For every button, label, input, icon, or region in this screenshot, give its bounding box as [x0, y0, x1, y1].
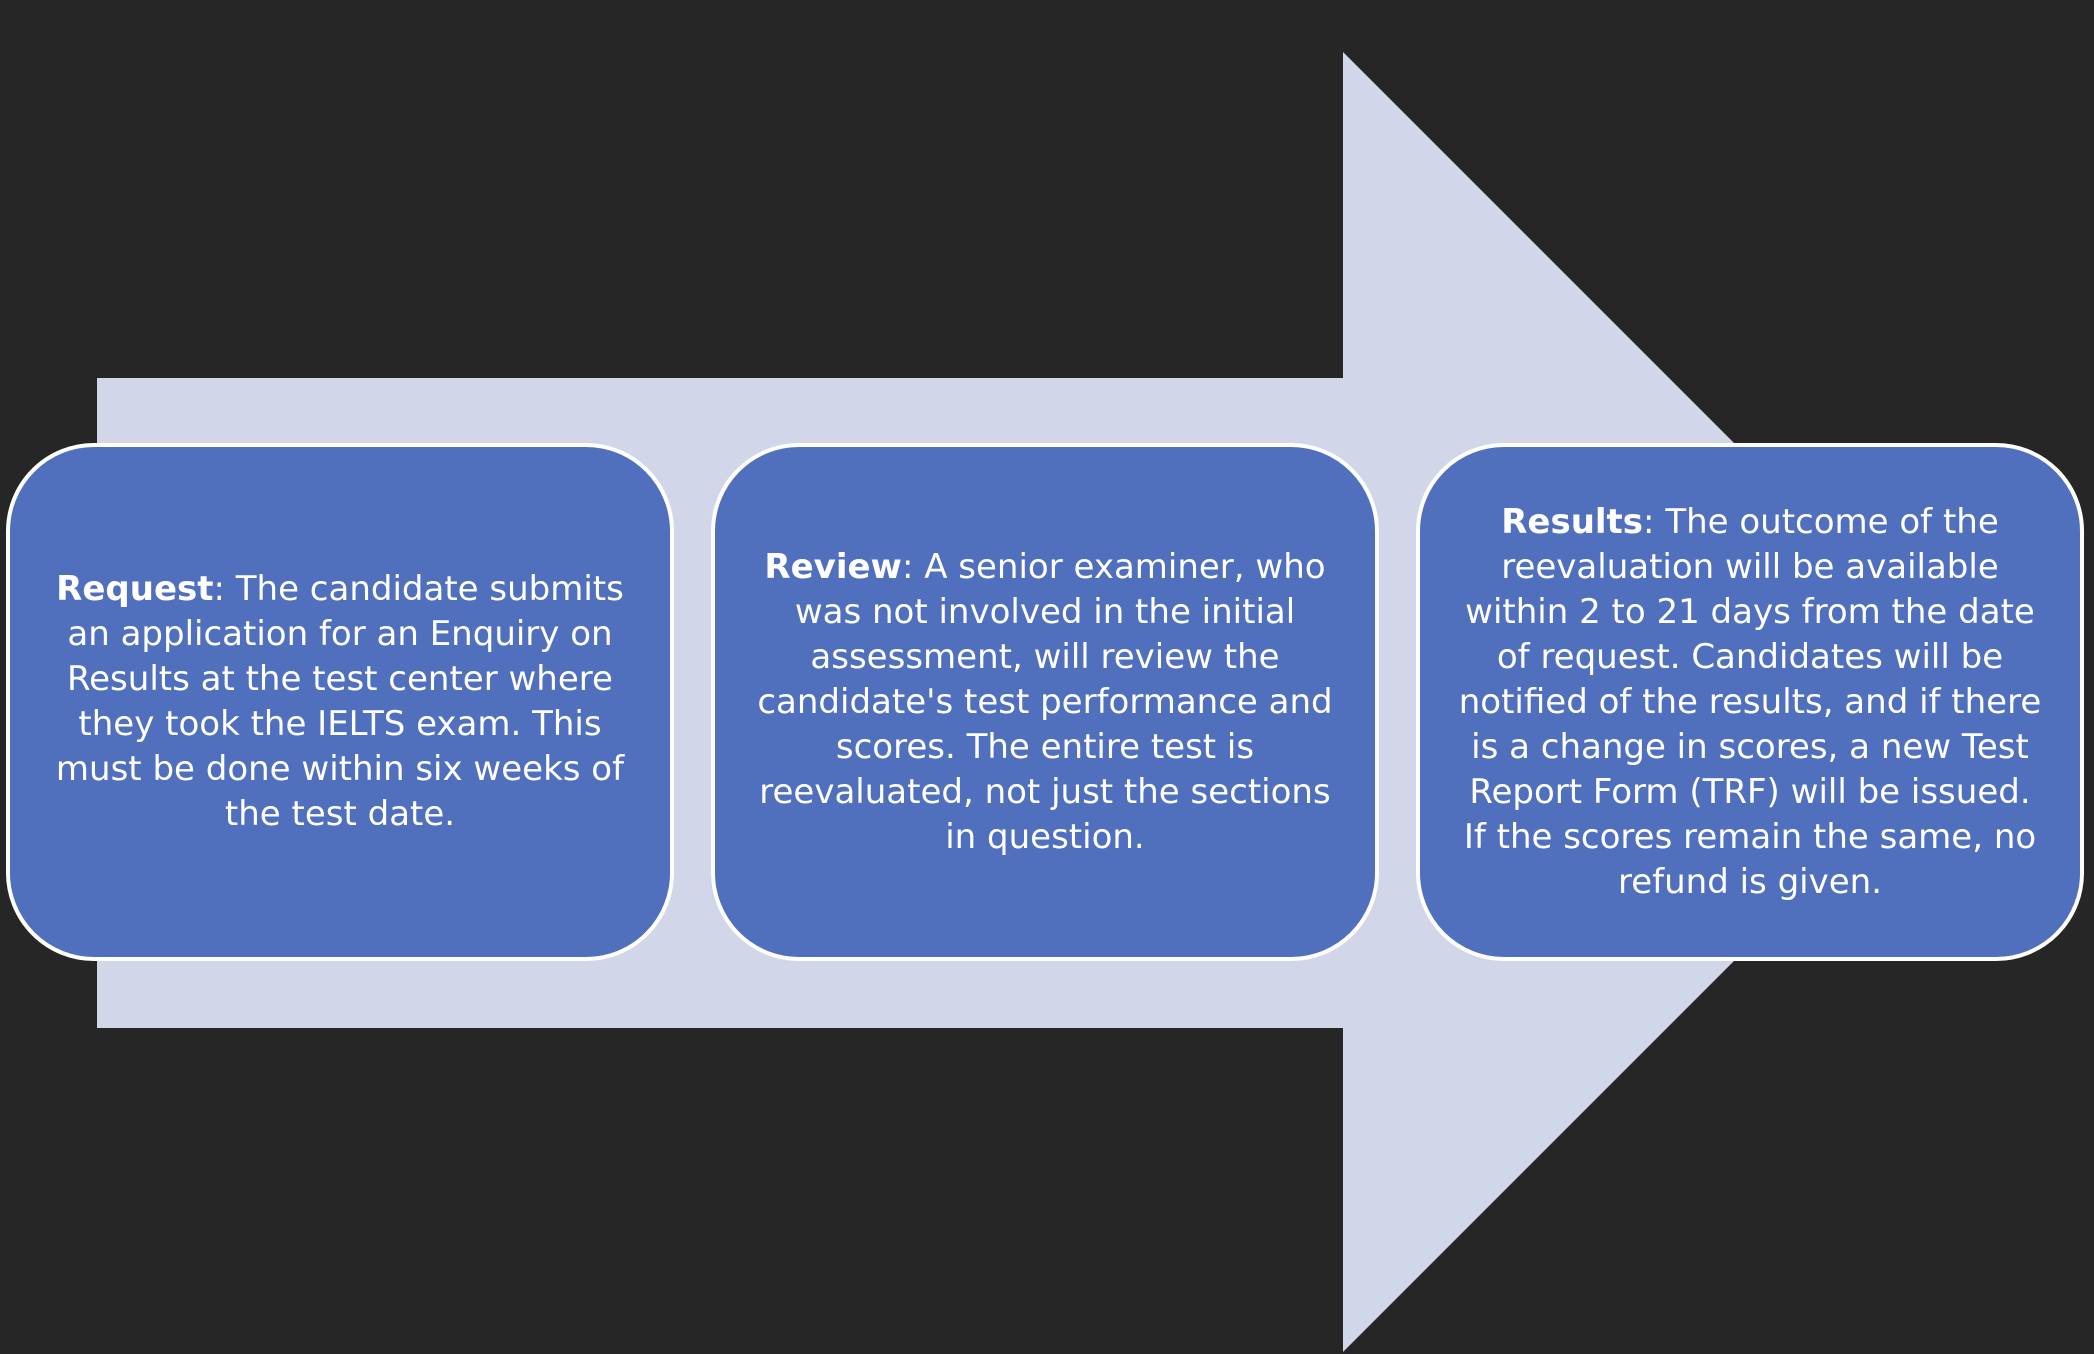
step-text-results: Results: The outcome of the reevaluation…: [1456, 500, 2044, 905]
step-separator: :: [213, 569, 236, 609]
step-body-review: A senior examiner, who was not involved …: [757, 546, 1333, 857]
step-title-results: Results: [1501, 501, 1644, 542]
step-box-review: Review: A senior examiner, who was not i…: [711, 443, 1379, 961]
step-text-request: Request: The candidate submits an applic…: [46, 567, 634, 837]
step-body-results: The outcome of the reevaluation will be …: [1458, 501, 2042, 902]
step-box-results: Results: The outcome of the reevaluation…: [1416, 443, 2084, 961]
step-body-request: The candidate submits an application for…: [55, 569, 625, 834]
step-separator: :: [1643, 501, 1666, 542]
step-title-request: Request: [56, 569, 214, 609]
step-text-review: Review: A senior examiner, who was not i…: [751, 545, 1339, 860]
step-separator: :: [901, 546, 925, 587]
step-box-request: Request: The candidate submits an applic…: [6, 443, 674, 961]
step-title-review: Review: [764, 546, 902, 587]
